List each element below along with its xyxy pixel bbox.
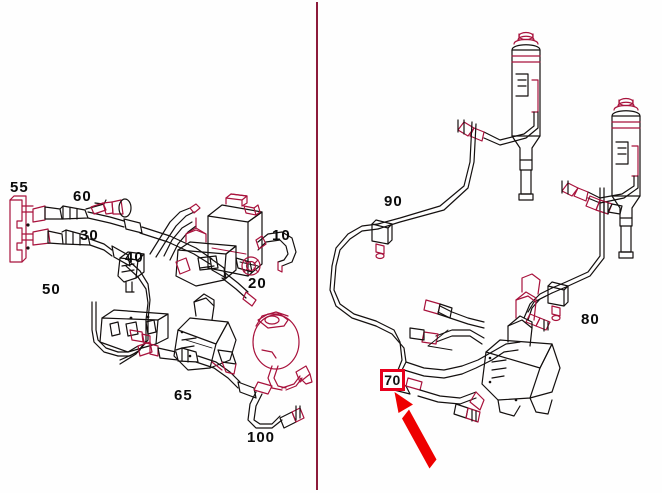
connector-block-40 [117, 251, 145, 293]
lower-connecting-lines [409, 299, 521, 361]
callout-90: 90 [384, 193, 403, 210]
callout-55: 55 [10, 179, 29, 196]
callout-30: 30 [80, 227, 99, 244]
damping-valve [585, 195, 623, 215]
short-link-hose-100 [247, 365, 313, 429]
tandem-pump [175, 217, 253, 287]
left-panel-artwork [9, 193, 313, 429]
hydraulic-strut-left [457, 31, 541, 201]
callout-10: 10 [272, 227, 291, 244]
right-panel-artwork [329, 31, 641, 423]
callout-40: 40 [125, 249, 144, 266]
leader-lines [427, 329, 453, 351]
rear-supply-line-80 [523, 187, 605, 332]
callout-50: 50 [42, 281, 61, 298]
oil-reservoir-tank [207, 193, 263, 277]
banjo-bolt-60 [85, 198, 132, 218]
line-bracket [91, 301, 169, 357]
return-hose-10 [255, 231, 297, 273]
callout-65: 65 [174, 387, 193, 404]
valve-unit-assembly [453, 273, 561, 423]
valve-body [173, 293, 237, 375]
hydraulic-strut-right [561, 97, 641, 259]
front-supply-line-90 [329, 121, 477, 327]
callout-80: 80 [581, 311, 600, 328]
callout-60: 60 [73, 188, 92, 205]
reservoir-feed-hoses [149, 203, 201, 261]
highlighted-part-70: 70 [380, 369, 405, 391]
seal-ring-20 [239, 256, 261, 276]
pressure-hose-upper-30 [32, 205, 257, 307]
suction-hose-50 [32, 228, 151, 365]
mounting-bracket-55 [9, 195, 34, 263]
callout-20: 20 [248, 275, 267, 292]
pressure-line-65 [157, 347, 273, 399]
callout-100: 100 [247, 429, 276, 446]
